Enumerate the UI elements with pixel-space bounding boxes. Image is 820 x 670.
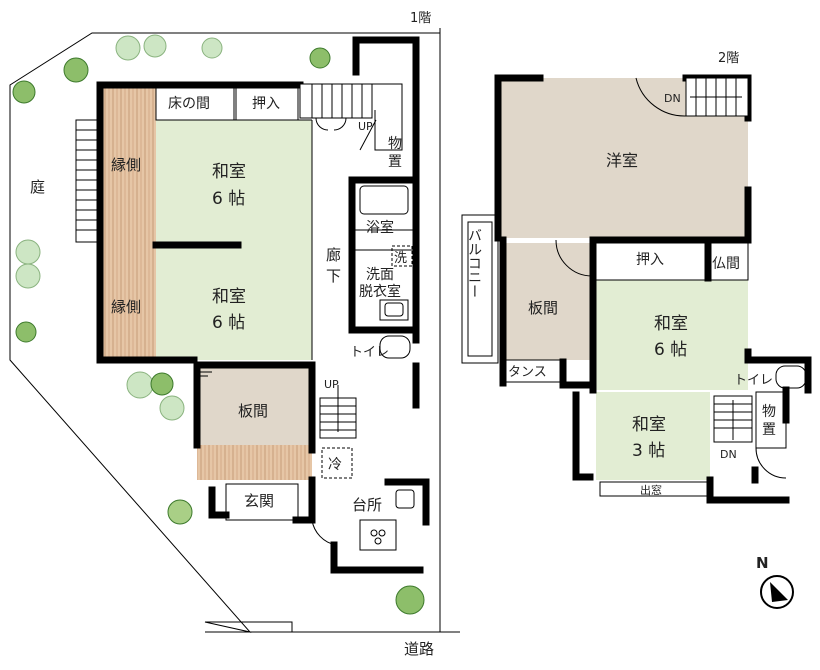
fridge-label: 冷 <box>328 457 342 473</box>
itama-2f-label: 板間 <box>528 299 558 317</box>
engawa-top-label: 縁側 <box>111 156 141 174</box>
tokonoma-label: 床の間 <box>168 96 210 112</box>
road-label: 道路 <box>404 640 434 658</box>
up-mid-label: UP <box>324 378 339 391</box>
washitsu-a-name: 和室 <box>212 162 246 182</box>
washer-label: 洗 <box>394 251 407 266</box>
details-2f <box>461 77 807 497</box>
corridor-label-b: 下 <box>326 267 341 285</box>
window-label: 出窓 <box>640 483 662 497</box>
washitsu-a-floor <box>156 120 312 245</box>
engawa-steps <box>75 119 101 243</box>
toilet-1f-label: トイレ <box>350 345 389 360</box>
washroom-label-b: 脱衣室 <box>359 283 401 300</box>
garden-plants <box>12 34 425 615</box>
compass-label: N <box>756 554 769 572</box>
itama-1f-floor <box>197 365 312 445</box>
storage-1f-label-b: 置 <box>388 154 402 170</box>
itama-1f-label: 板間 <box>238 402 268 420</box>
balcony-label: バルコニー <box>466 228 482 298</box>
dn-top-label: DN <box>664 92 681 105</box>
storage-2f-label-a: 物 <box>762 404 776 420</box>
engawa-top-floor <box>100 85 156 245</box>
oshiire-1f-label: 押入 <box>252 96 280 112</box>
washitsu6-size: 6 帖 <box>654 340 687 360</box>
corridor-label-a: 廊 <box>326 246 341 264</box>
washroom-label-a: 洗面 <box>366 267 394 283</box>
itama-2f-floor <box>503 243 593 360</box>
details-1f <box>155 83 417 551</box>
washitsu-b-floor <box>156 245 312 360</box>
storage-2f-label-b: 置 <box>762 422 776 438</box>
washitsu3-name: 和室 <box>632 415 666 435</box>
washitsu3-floor <box>596 392 710 480</box>
washitsu6-name: 和室 <box>654 314 688 334</box>
washitsu-b-name: 和室 <box>212 287 246 307</box>
garden-label: 庭 <box>30 178 45 196</box>
itama-1f-wood <box>197 445 312 480</box>
compass <box>760 575 794 609</box>
yoshitsu-label: 洋室 <box>606 151 638 170</box>
kitchen-label: 台所 <box>352 496 382 514</box>
engawa-bottom-floor <box>100 245 156 360</box>
bath-label: 浴室 <box>366 219 394 236</box>
washitsu-a-size: 6 帖 <box>212 189 245 209</box>
up-top-label: UP <box>358 120 373 133</box>
floor1-title: 1階 <box>410 11 431 26</box>
tansu-label: タンス <box>508 365 547 380</box>
dn-bottom-label: DN <box>720 448 737 461</box>
washitsu6-floor <box>596 280 748 390</box>
washitsu3-size: 3 帖 <box>632 441 665 461</box>
washitsu-b-size: 6 帖 <box>212 313 245 333</box>
storage-1f-label-a: 物 <box>388 136 402 152</box>
engawa-bottom-label: 縁側 <box>111 298 141 316</box>
floor2-title: 2階 <box>718 51 739 66</box>
oshiire-2f-label: 押入 <box>636 252 664 268</box>
toilet-2f-label: トイレ <box>734 373 773 388</box>
walls-1f <box>96 36 430 574</box>
butsuma-label: 仏間 <box>712 256 740 272</box>
genkan-label: 玄関 <box>244 492 274 510</box>
